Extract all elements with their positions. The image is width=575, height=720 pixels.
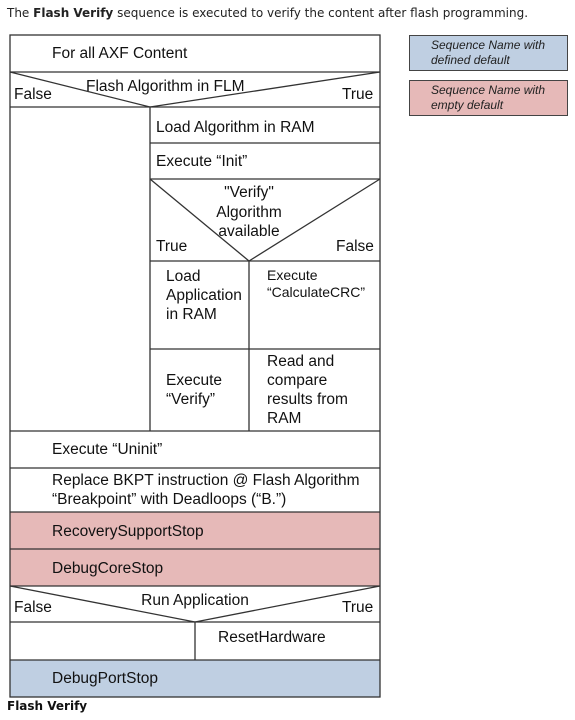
debug-core-stop-box — [10, 549, 380, 586]
diagram-lines — [9, 34, 381, 698]
decision3-true: True — [342, 599, 373, 616]
legend-defined-box — [409, 35, 568, 71]
decision2-line1: "Verify" — [224, 184, 274, 201]
execute-verify-line2: “Verify” — [166, 391, 215, 408]
execute-verify-line1: Execute — [166, 372, 222, 389]
outer-frame — [9, 34, 381, 698]
legend-defined-line1: Sequence Name with — [431, 38, 545, 52]
debug-port-stop-box — [10, 660, 380, 697]
read-compare-line2: compare — [267, 372, 327, 389]
decision3-false: False — [14, 599, 52, 616]
decision2-diag-left — [149, 178, 250, 262]
decision1-condition: Flash Algorithm in FLM — [86, 78, 245, 95]
legend-defined-line2: defined default — [431, 53, 510, 67]
decision2-false: False — [336, 238, 374, 255]
legend-empty-line1: Sequence Name with — [431, 83, 545, 97]
decision3-condition: Run Application — [141, 592, 249, 609]
decision3-diag-right — [194, 585, 381, 623]
intro-text: The Flash Verify sequence is executed to… — [7, 6, 572, 20]
read-compare-line3: results from — [267, 391, 348, 408]
replace-bkpt-line2: “Breakpoint” with Deadloops (“B.”) — [52, 491, 286, 508]
decision3-diag-left — [9, 585, 196, 623]
figure-caption: Flash Verify — [7, 699, 88, 713]
execute-crc-line1: Execute — [267, 267, 318, 283]
load-app-line2: Application — [166, 287, 242, 304]
reset-hardware-label: ResetHardware — [218, 629, 326, 646]
execute-init-label: Execute “Init” — [156, 153, 247, 170]
decision1-diag-right — [149, 71, 381, 108]
load-app-line1: Load — [166, 268, 200, 285]
decision2-diag-right — [248, 178, 381, 262]
read-compare-line1: Read and — [267, 353, 334, 370]
debug-port-stop-label: DebugPortStop — [52, 670, 158, 687]
read-compare-line4: RAM — [267, 410, 301, 427]
intro-suffix: sequence is executed to verify the conte… — [113, 6, 529, 20]
load-app-line3: in RAM — [166, 306, 217, 323]
execute-crc-line2: “CalculateCRC” — [267, 284, 365, 300]
debug-core-stop-label: DebugCoreStop — [52, 560, 163, 577]
legend-empty-box — [409, 80, 568, 116]
intro-bold: Flash Verify — [33, 6, 114, 20]
load-algorithm-label: Load Algorithm in RAM — [156, 119, 315, 136]
decision1-false: False — [14, 86, 52, 103]
decision2-line3: available — [218, 223, 279, 240]
replace-bkpt-line1: Replace BKPT instruction @ Flash Algorit… — [52, 472, 360, 489]
recovery-support-stop-label: RecoverySupportStop — [52, 523, 204, 540]
decision2-true: True — [156, 238, 187, 255]
decision2-line2: Algorithm — [216, 204, 281, 221]
execute-uninit-label: Execute “Uninit” — [52, 441, 162, 458]
loop-label: For all AXF Content — [52, 45, 188, 62]
intro-prefix: The — [7, 6, 34, 20]
recovery-support-stop-box — [10, 512, 380, 549]
decision1-diag-left — [9, 71, 151, 108]
decision1-true: True — [342, 86, 373, 103]
legend-empty-line2: empty default — [431, 98, 504, 112]
